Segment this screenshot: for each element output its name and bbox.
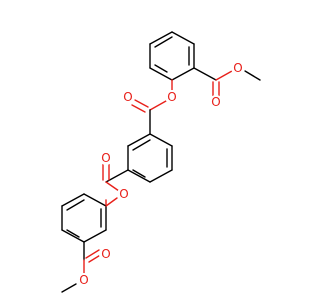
structure-canvas: O O O O O O O O: [61, 31, 261, 293]
oxygen-atom-carbonyl-bottom-ester: O: [101, 247, 110, 261]
oxygen-atom-carbonyl-top-link: O: [123, 90, 132, 104]
top-link-carbonyl: [131, 99, 151, 135]
bottom-phenyl-ring: [61, 193, 107, 243]
oxygen-atom-ester-bottom: O: [119, 187, 128, 201]
top-ester-link: [149, 79, 173, 111]
oxygen-atom-carbonyl-bottom-link: O: [101, 151, 110, 165]
oxygen-atom-methyl-top: O: [233, 61, 242, 75]
oxygen-atom-carbonyl-top-ester: O: [211, 95, 220, 109]
top-methyl-ester: [193, 67, 261, 98]
oxygen-atom-ester-top: O: [167, 90, 176, 104]
middle-phenyl-ring: [127, 133, 173, 183]
bottom-ester-oxygen-bonds: [105, 197, 118, 207]
bottom-methyl-ester: [83, 241, 103, 277]
molecule-diagram: O O O O O O O O: [61, 31, 261, 293]
bottom-link-carbonyl: [102, 163, 129, 192]
bottom-methyl-group: [61, 283, 77, 293]
oxygen-atom-methyl-bottom: O: [79, 273, 88, 287]
atom-labels: O O O O O O O O: [77, 61, 245, 287]
top-phenyl-ring: [149, 31, 195, 81]
